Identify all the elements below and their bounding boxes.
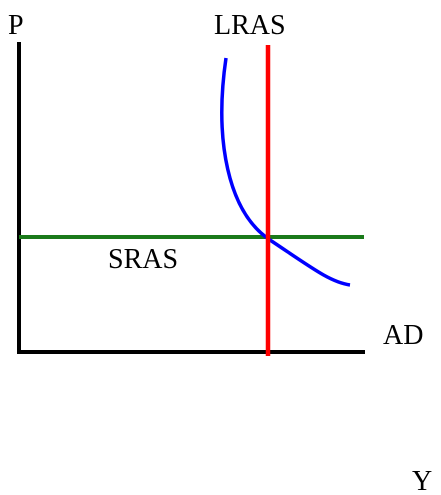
ad-curve bbox=[220, 57, 351, 287]
lras-label: LRAS bbox=[214, 10, 286, 41]
x-axis-label: Y bbox=[412, 466, 432, 495]
y-axis-label: P bbox=[8, 10, 24, 41]
ad-label: AD bbox=[383, 320, 423, 351]
sras-label: SRAS bbox=[108, 244, 178, 275]
